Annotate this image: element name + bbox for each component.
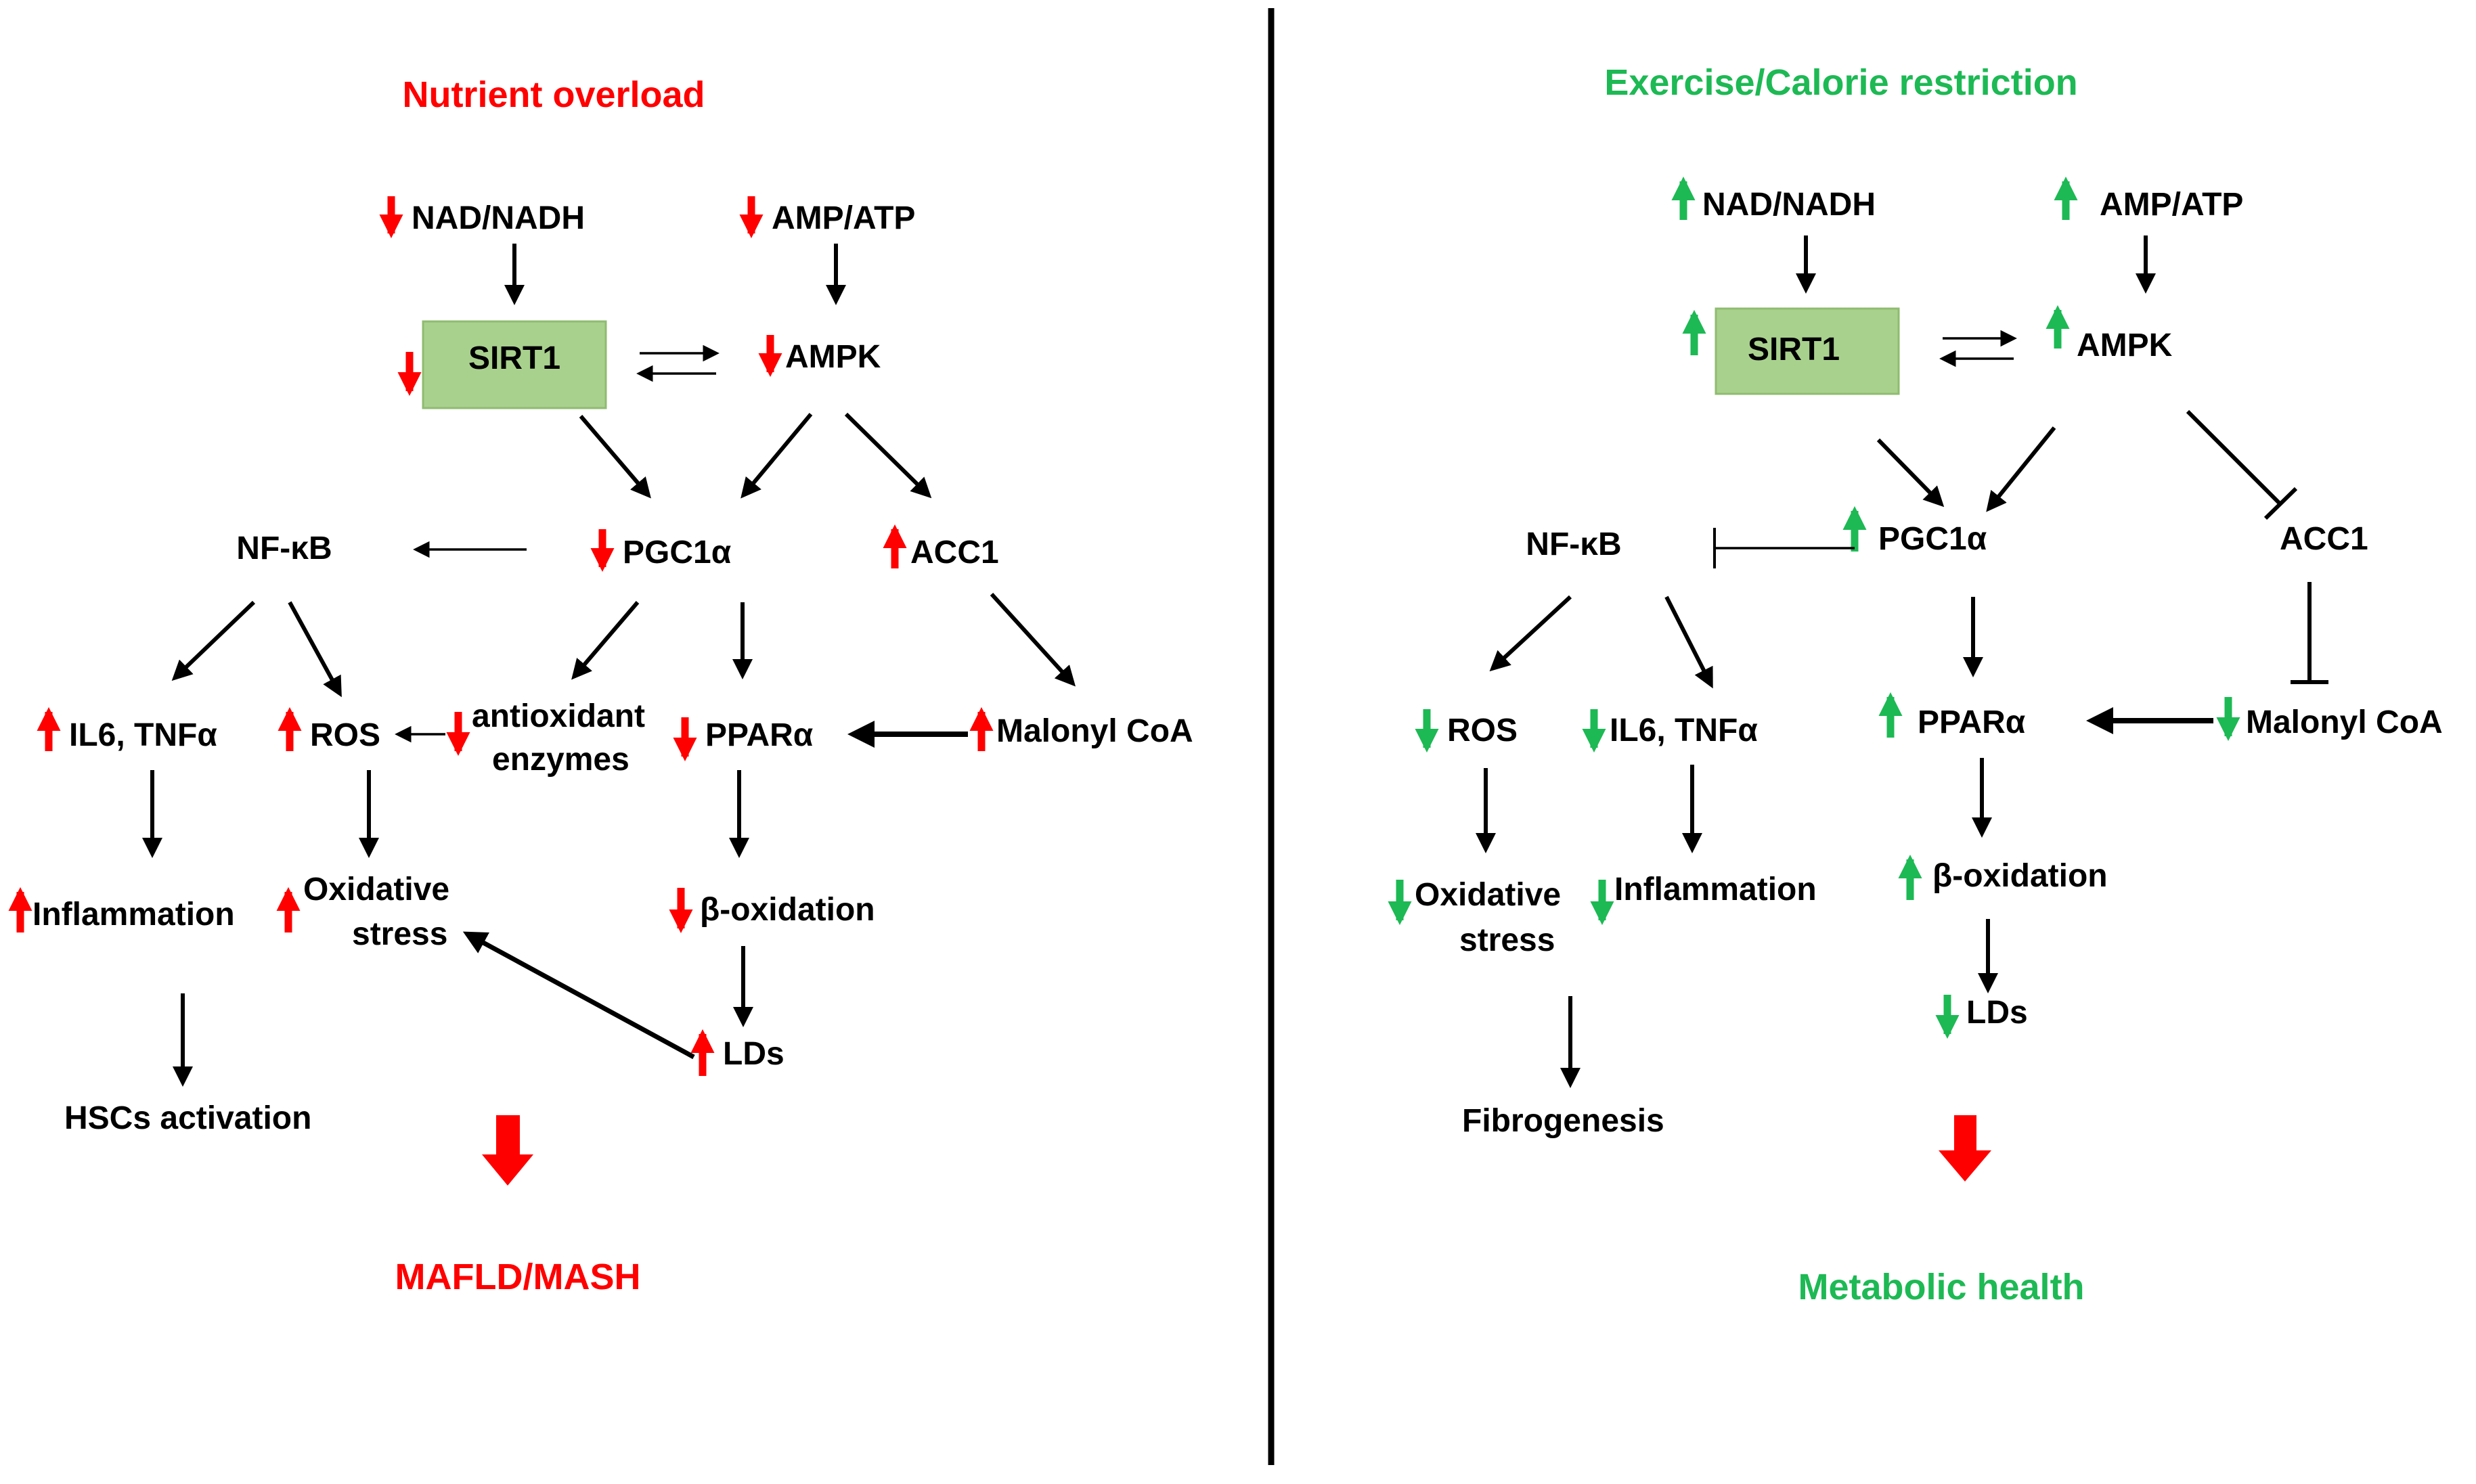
arrow-lds-oxstress xyxy=(462,931,695,1060)
ros-label: ROS xyxy=(1447,713,1518,748)
malonyl-coa-label: Malonyl CoA xyxy=(996,713,1193,749)
ppara-label: PPARα xyxy=(1918,704,2026,740)
left-title: Nutrient overload xyxy=(402,74,705,115)
outcome-down-arrow-icon xyxy=(482,1115,533,1186)
left-panel: Nutrient overload NAD/NADH AMP/ATP SIRT1… xyxy=(8,74,1193,1297)
pgc1a-label: PGC1α xyxy=(1878,521,1987,557)
il6-tnfa-label: IL6, TNFα xyxy=(1610,713,1758,748)
ppara-label: PPARα xyxy=(705,717,814,753)
arrow-nfkb-il6 xyxy=(1664,595,1713,689)
ampk-label: AMPK xyxy=(785,339,881,375)
arrow-nfkb-ros xyxy=(1489,595,1572,672)
beta-oxidation-label: β-oxidation xyxy=(700,892,875,928)
arrow-nfkb-il6 xyxy=(171,600,256,681)
oxidative-label: Oxidative xyxy=(1415,877,1561,913)
fibrogenesis-label: Fibrogenesis xyxy=(1462,1103,1664,1139)
stress-label: stress xyxy=(1459,922,1555,958)
sirt1-label: SIRT1 xyxy=(1748,332,1840,367)
amp-atp-label: AMP/ATP xyxy=(2100,187,2243,223)
beta-oxidation-label: β-oxidation xyxy=(1932,858,2108,894)
inhibit-ampk-acc1 xyxy=(2186,409,2283,507)
acc1-label: ACC1 xyxy=(910,535,999,570)
nfkb-label: NF-κB xyxy=(236,531,332,566)
sirt1-box xyxy=(422,320,607,409)
arrow-ampk-pgc1a xyxy=(1986,426,2056,512)
arrow-ampk-acc1 xyxy=(844,412,932,499)
arrow-sirt1-pgc1a xyxy=(579,415,651,499)
right-title: Exercise/Calorie restriction xyxy=(1604,62,2077,103)
inflammation-label: Inflammation xyxy=(1614,872,1817,907)
enzymes-label: enzymes xyxy=(492,742,629,778)
arrow-pgc1a-antioxidant xyxy=(571,601,640,680)
arrow-ampk-pgc1a xyxy=(740,413,813,499)
inflammation-label: Inflammation xyxy=(32,897,235,932)
nad-nadh-label: NAD/NADH xyxy=(412,200,585,236)
stress-label: stress xyxy=(352,916,447,952)
arrow-sirt1-pgc1a xyxy=(1876,438,1945,508)
inhibit-bar xyxy=(2263,487,2298,520)
arrow-acc1-malonyl xyxy=(990,592,1076,687)
outcome-down-arrow-icon xyxy=(1939,1115,1991,1182)
antioxidant-label: antioxidant xyxy=(472,698,645,734)
hsc-activation-label: HSCs activation xyxy=(64,1100,311,1136)
acc1-label: ACC1 xyxy=(2280,521,2368,557)
ros-label: ROS xyxy=(310,717,380,753)
arrow-nfkb-ros xyxy=(288,601,342,698)
amp-atp-label: AMP/ATP xyxy=(772,200,915,236)
sirt1-label: SIRT1 xyxy=(468,340,560,376)
il6-tnfa-label: IL6, TNFα xyxy=(69,717,217,753)
nad-nadh-label: NAD/NADH xyxy=(1702,187,1876,223)
ampk-label: AMPK xyxy=(2077,328,2173,363)
left-outcome: MAFLD/MASH xyxy=(395,1257,641,1297)
lds-label: LDs xyxy=(1966,995,2028,1031)
malonyl-coa-label: Malonyl CoA xyxy=(2246,704,2443,740)
right-outcome: Metabolic health xyxy=(1798,1267,2084,1307)
lds-label: LDs xyxy=(723,1036,784,1072)
right-panel: Exercise/Calorie restriction NAD/NADH AM… xyxy=(1388,62,2443,1307)
pgc1a-label: PGC1α xyxy=(623,535,732,570)
sirt1-box xyxy=(1715,307,1900,395)
oxidative-label: Oxidative xyxy=(303,872,449,907)
nfkb-label: NF-κB xyxy=(1526,526,1621,562)
